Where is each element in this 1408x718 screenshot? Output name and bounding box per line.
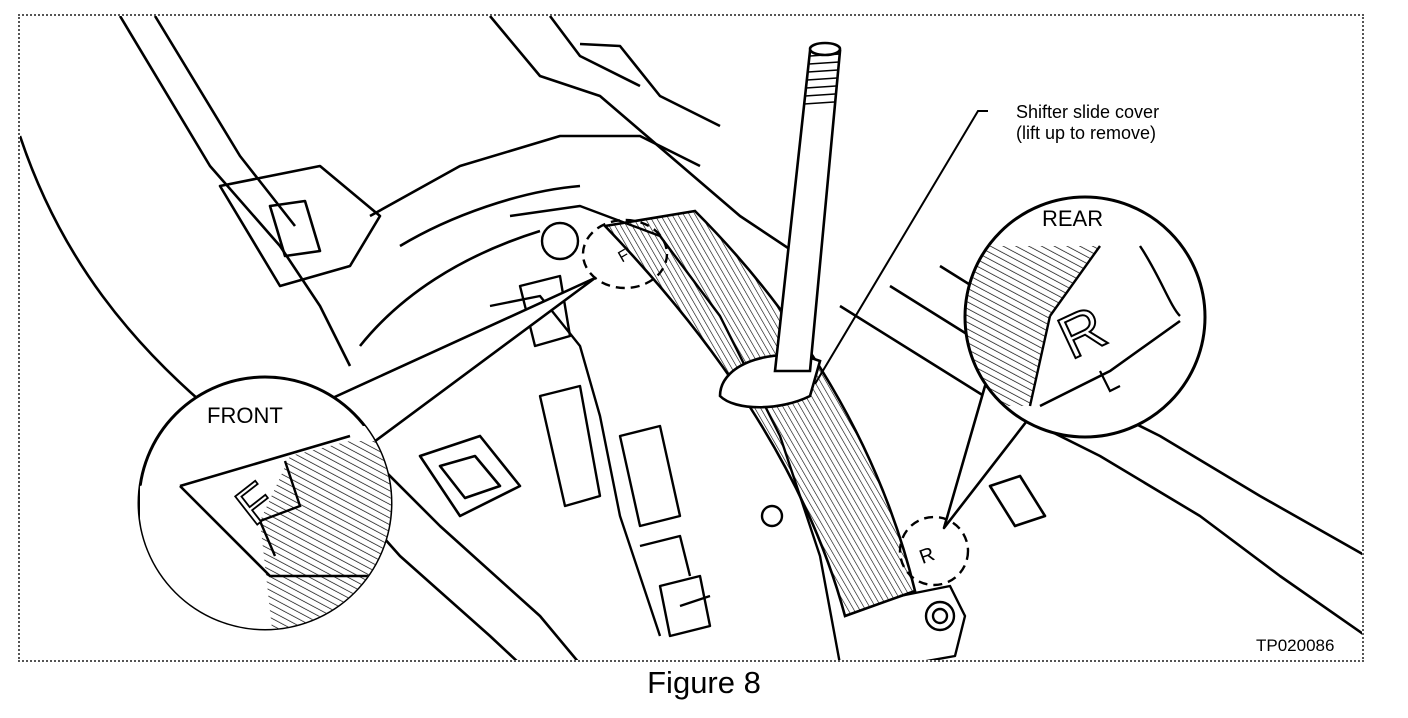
figure-frame: F R F: [18, 14, 1364, 662]
shifter-illustration: F R F: [20, 16, 1362, 660]
figure-caption: Figure 8: [647, 665, 761, 700]
rear-detail-circle: [898, 515, 970, 587]
rear-zoom-circle: R: [963, 195, 1207, 439]
slide-cover-callout: Shifter slide cover (lift up to remove): [1016, 102, 1159, 144]
shifter-slide-cover: [602, 209, 917, 618]
front-detail-circle: [581, 218, 669, 290]
callout-leader: [814, 110, 988, 385]
front-label: FRONT: [207, 403, 283, 428]
small-r-marking: R: [916, 543, 937, 569]
rear-label: REAR: [1042, 206, 1104, 231]
callout-line-2: (lift up to remove): [1016, 123, 1157, 143]
callout-line-1: Shifter slide cover: [1016, 102, 1160, 122]
image-code: TP020086: [1256, 636, 1335, 655]
shift-lever: [718, 41, 842, 409]
